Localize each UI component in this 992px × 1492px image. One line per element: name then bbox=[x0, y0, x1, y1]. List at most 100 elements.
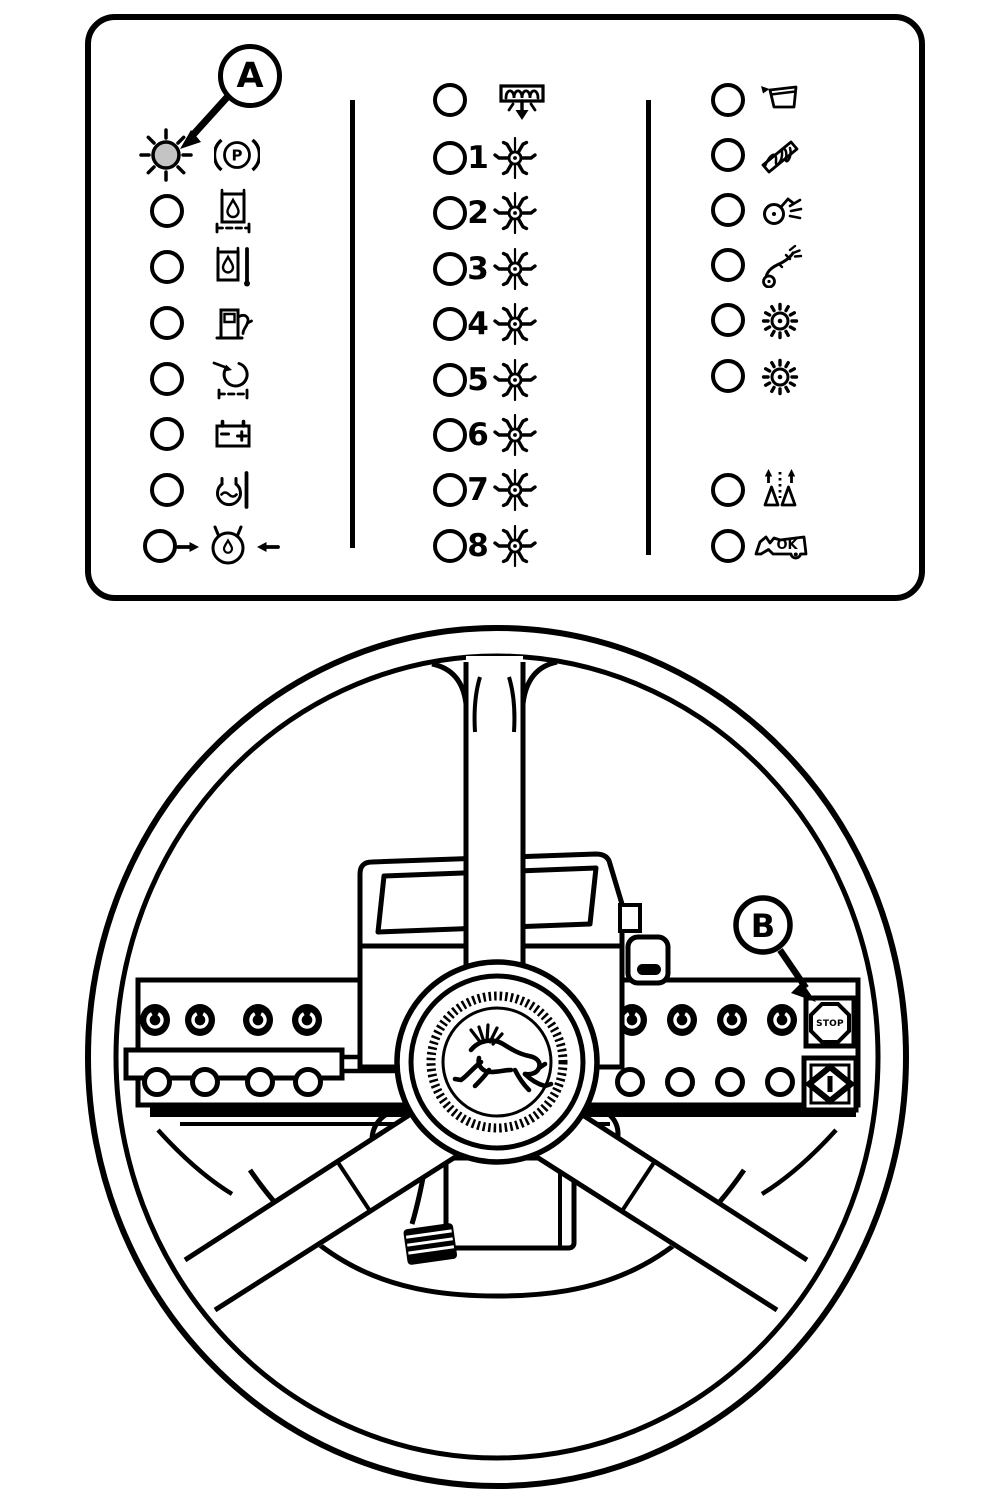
lit-lamp-icon bbox=[139, 128, 193, 182]
console-knob bbox=[765, 1002, 799, 1038]
callout-a-label: A bbox=[236, 56, 264, 96]
reel-number: 6 bbox=[467, 417, 489, 453]
right-spoke-fill bbox=[510, 1090, 810, 1312]
console-knob bbox=[183, 1002, 217, 1038]
indicator-lamp bbox=[433, 529, 467, 563]
verticutter-icon bbox=[761, 358, 799, 396]
top-spoke-edges bbox=[463, 662, 526, 972]
left-spoke-tick bbox=[335, 1159, 372, 1213]
indicator-lamp bbox=[150, 306, 184, 340]
verticutter-icon bbox=[761, 302, 799, 340]
reel-number: 4 bbox=[467, 306, 489, 342]
top-spoke-fill bbox=[466, 656, 523, 972]
console-knob bbox=[665, 1002, 699, 1038]
callout-a: A bbox=[218, 44, 282, 108]
machine-ok-label: OK bbox=[776, 538, 798, 553]
console-button bbox=[296, 1070, 321, 1095]
blower-icon bbox=[763, 197, 803, 225]
stop-button-octagon bbox=[809, 1002, 851, 1044]
indicator-lamp bbox=[150, 473, 184, 507]
indicator-lamp bbox=[711, 473, 745, 507]
console-knob bbox=[715, 1002, 749, 1038]
top-spoke-detail bbox=[472, 676, 517, 733]
parking-brake-icon: P bbox=[214, 138, 260, 172]
reel-number: 8 bbox=[467, 528, 489, 564]
panel-divider-right bbox=[646, 100, 651, 555]
callout-b-label: B bbox=[751, 907, 775, 945]
indicator-lamp bbox=[150, 250, 184, 284]
indicator-lamp bbox=[433, 363, 467, 397]
warning-lamp-legend-panel bbox=[85, 14, 925, 601]
indicator-lamp bbox=[711, 529, 745, 563]
indicator-lamp bbox=[433, 307, 467, 341]
reel-icon bbox=[493, 413, 537, 457]
indicator-lamp bbox=[433, 196, 467, 230]
console-knob bbox=[138, 1002, 172, 1038]
console-button bbox=[193, 1070, 218, 1095]
housing-bracket bbox=[618, 903, 642, 933]
side-switch bbox=[625, 934, 671, 986]
left-spoke-fill bbox=[182, 1090, 482, 1312]
backlap-icon bbox=[762, 244, 803, 288]
indicator-lamp bbox=[433, 83, 467, 117]
interior-contour-sides bbox=[156, 1128, 838, 1196]
reel-icon bbox=[493, 191, 537, 235]
parking-brake-letter: P bbox=[232, 147, 243, 165]
left-spoke-edges bbox=[183, 1087, 484, 1313]
callout-b bbox=[733, 895, 793, 955]
reel-icon bbox=[493, 524, 537, 568]
console-button bbox=[668, 1070, 693, 1095]
leaping-deer-logo bbox=[452, 1023, 554, 1093]
right-spoke-tick bbox=[620, 1159, 657, 1213]
hydraulic-oil-temperature-icon bbox=[216, 246, 252, 289]
callout-a-arrow bbox=[180, 91, 233, 149]
reel-number: 7 bbox=[467, 472, 489, 508]
reel-icon bbox=[493, 247, 537, 291]
indicator-lamp bbox=[711, 193, 745, 227]
cutting-unit-lower-icon bbox=[499, 84, 545, 122]
console-button bbox=[145, 1070, 170, 1095]
auger-icon bbox=[761, 140, 799, 174]
reel-icon bbox=[493, 136, 537, 180]
console-knob bbox=[241, 1002, 275, 1038]
indicator-lamp bbox=[433, 141, 467, 175]
battery-charge-icon bbox=[215, 419, 251, 448]
reel-number: 2 bbox=[467, 195, 489, 231]
reel-number: 1 bbox=[467, 140, 489, 176]
indicator-lamp bbox=[150, 194, 184, 228]
steering-column bbox=[443, 1155, 577, 1251]
machine-ok-icon: OK bbox=[754, 535, 808, 560]
stop-button-label: STOP bbox=[816, 1019, 844, 1029]
reel-number: 5 bbox=[467, 362, 489, 398]
reel-icon bbox=[493, 468, 537, 512]
reel-icon bbox=[493, 302, 537, 346]
console-button bbox=[768, 1070, 793, 1095]
indicator-lamp bbox=[150, 362, 184, 396]
console-knob bbox=[290, 1002, 324, 1038]
side-switch-mark bbox=[637, 964, 661, 975]
callout-b-arrow bbox=[777, 948, 809, 990]
pedal bbox=[403, 1223, 458, 1265]
console-button bbox=[618, 1070, 643, 1095]
panel-divider-left bbox=[350, 100, 355, 548]
engine-coolant-temperature-icon bbox=[215, 471, 249, 509]
grass-catcher-dump-icon bbox=[759, 84, 798, 109]
right-spoke-edges bbox=[508, 1087, 809, 1313]
console-button bbox=[248, 1070, 273, 1095]
indicator-lamp bbox=[711, 359, 745, 393]
indicator-lamp bbox=[433, 252, 467, 286]
reel-icon bbox=[493, 358, 537, 402]
indicator-lamp bbox=[711, 303, 745, 337]
air-restriction-icon bbox=[212, 361, 249, 400]
engine-oil-pressure-icon bbox=[176, 525, 280, 565]
indicator-lamp bbox=[150, 417, 184, 451]
indicator-lamp bbox=[433, 473, 467, 507]
indicator-lamp bbox=[143, 529, 177, 563]
hub-inner-ring bbox=[441, 1006, 553, 1118]
reel-number: 3 bbox=[467, 251, 489, 287]
console-button bbox=[718, 1070, 743, 1095]
indicator-lamp bbox=[433, 418, 467, 452]
callout-b-arrowhead bbox=[791, 982, 816, 1002]
lift-arms-raise-icon bbox=[763, 467, 797, 507]
